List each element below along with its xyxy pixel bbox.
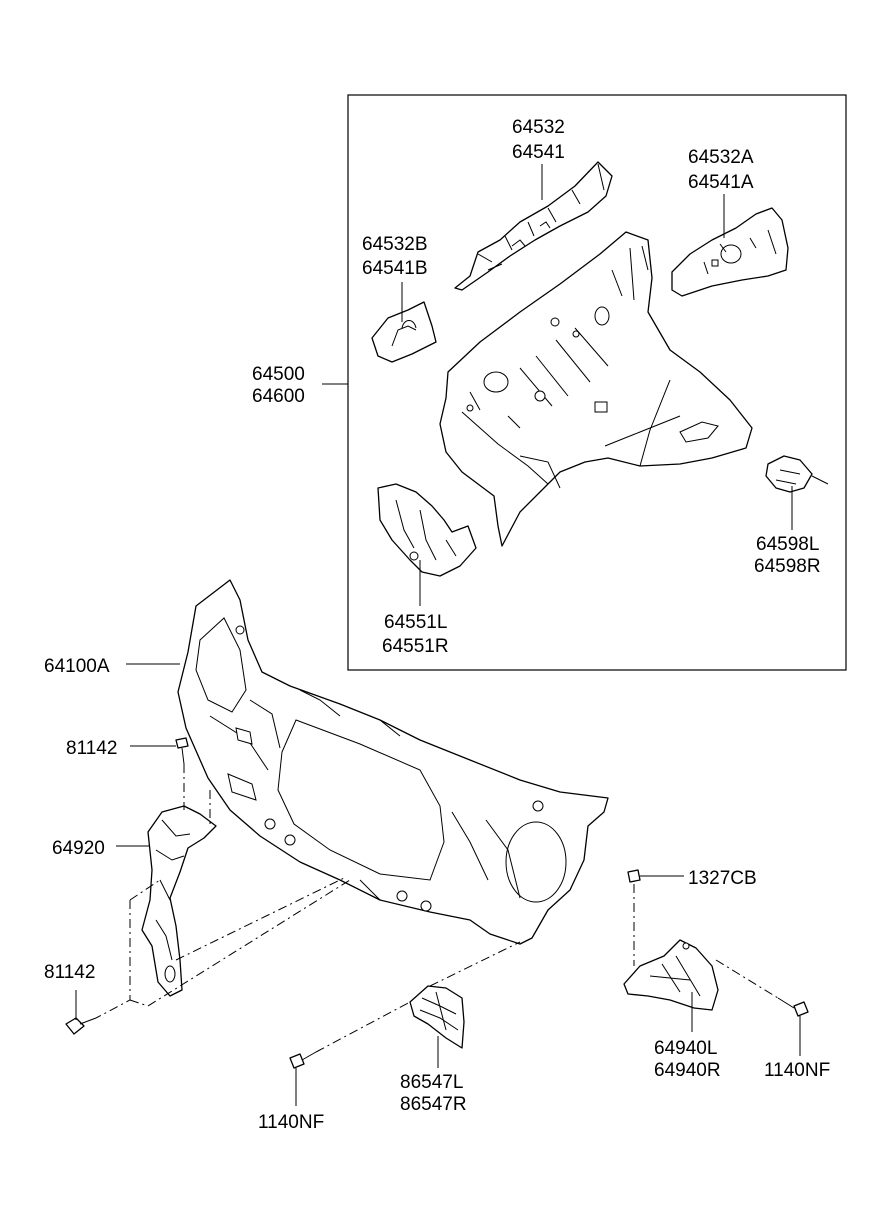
part-64940-bracket[interactable] (623, 939, 719, 1011)
label-81142-bottom: 81142 (44, 962, 95, 983)
bolt-1140NF-right-icon (777, 997, 809, 1017)
bolt-81142-bottom-icon (65, 1017, 97, 1035)
label-64532B: 64532B (362, 234, 428, 255)
part-64551-side-bracket[interactable] (377, 483, 477, 577)
label-64541: 64541 (512, 142, 565, 163)
part-64920-bracket[interactable] (141, 805, 217, 997)
label-64532: 64532 (512, 117, 565, 138)
bolt-1140NF-left-icon (289, 1051, 317, 1069)
label-64600: 64600 (252, 386, 305, 407)
label-64551L: 64551L (384, 612, 447, 633)
label-86547R: 86547R (400, 1094, 467, 1115)
label-1140NF-right: 1140NF (764, 1060, 830, 1081)
part-64598-insulator[interactable] (765, 455, 829, 493)
label-64940R: 64940R (654, 1060, 721, 1081)
part-64100A-carrier[interactable] (177, 579, 609, 945)
part-64532A-reinforcement[interactable] (671, 207, 789, 297)
label-64598R: 64598R (754, 556, 821, 577)
label-64100A: 64100A (44, 656, 110, 677)
dash-panel-group-box (347, 94, 847, 671)
label-64940L: 64940L (654, 1038, 717, 1059)
label-64920: 64920 (52, 838, 105, 859)
label-64541A: 64541A (688, 172, 754, 193)
label-64551R: 64551R (382, 636, 449, 657)
label-64500: 64500 (252, 364, 305, 385)
part-86547-panel[interactable] (409, 985, 465, 1049)
part-64532-reinforcement[interactable] (454, 161, 613, 291)
label-64532A: 64532A (688, 147, 754, 168)
assembly-lines (95, 764, 779, 1053)
label-1140NF-left: 1140NF (258, 1112, 324, 1133)
bolt-81142-top-icon (175, 737, 189, 765)
label-64541B: 64541B (362, 258, 428, 279)
label-86547L: 86547L (400, 1072, 463, 1093)
label-1327CB: 1327CB (688, 868, 757, 889)
nut-1327CB-icon (627, 869, 641, 883)
label-64598L: 64598L (756, 534, 819, 555)
part-64532B-bracket[interactable] (371, 301, 437, 363)
leader-lines (75, 164, 801, 1106)
label-81142-top: 81142 (66, 738, 117, 759)
part-64500-dash-panel[interactable] (439, 231, 753, 547)
